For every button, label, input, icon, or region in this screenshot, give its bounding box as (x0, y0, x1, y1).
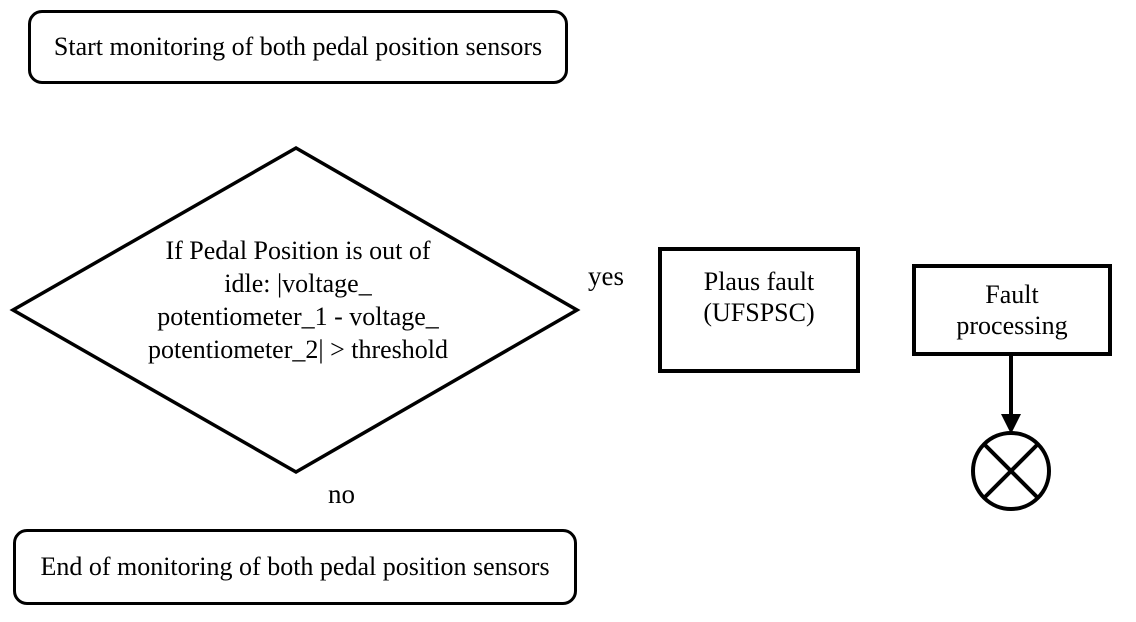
yes-branch-label: yes (588, 261, 624, 291)
circle-x-terminator-icon (971, 431, 1051, 511)
plaus-fault-line-1: Plaus fault (703, 267, 815, 296)
decision-line-2: idle: |voltage_ (224, 269, 372, 298)
start-node: Start monitoring of both pedal position … (28, 10, 568, 84)
arrowhead-down-icon (1001, 414, 1021, 434)
terminator-cross-line-2 (982, 442, 1040, 500)
fault-processing-line-1: Fault (985, 280, 1039, 309)
plaus-fault-node: Plaus fault (UFSPSC) (658, 247, 860, 373)
decision-node-label: If Pedal Position is out of idle: |volta… (98, 234, 498, 366)
terminator-circle (971, 431, 1051, 511)
end-node-label: End of monitoring of both pedal position… (40, 552, 550, 581)
plaus-fault-line-2: (UFSPSC) (703, 298, 815, 327)
decision-line-3: potentiometer_1 - voltage_ (157, 302, 439, 331)
no-branch-label: no (328, 479, 355, 509)
end-node: End of monitoring of both pedal position… (13, 529, 577, 605)
fault-processing-line-2: processing (956, 311, 1068, 340)
decision-line-4: potentiometer_2| > threshold (147, 335, 449, 364)
decision-line-1: If Pedal Position is out of (165, 236, 431, 265)
fault-processing-connector (971, 355, 1051, 511)
decision-diamond-shape (9, 145, 581, 475)
diamond-outline (9, 145, 581, 475)
start-node-label: Start monitoring of both pedal position … (53, 32, 543, 61)
fault-processing-node: Fault processing (912, 264, 1112, 356)
